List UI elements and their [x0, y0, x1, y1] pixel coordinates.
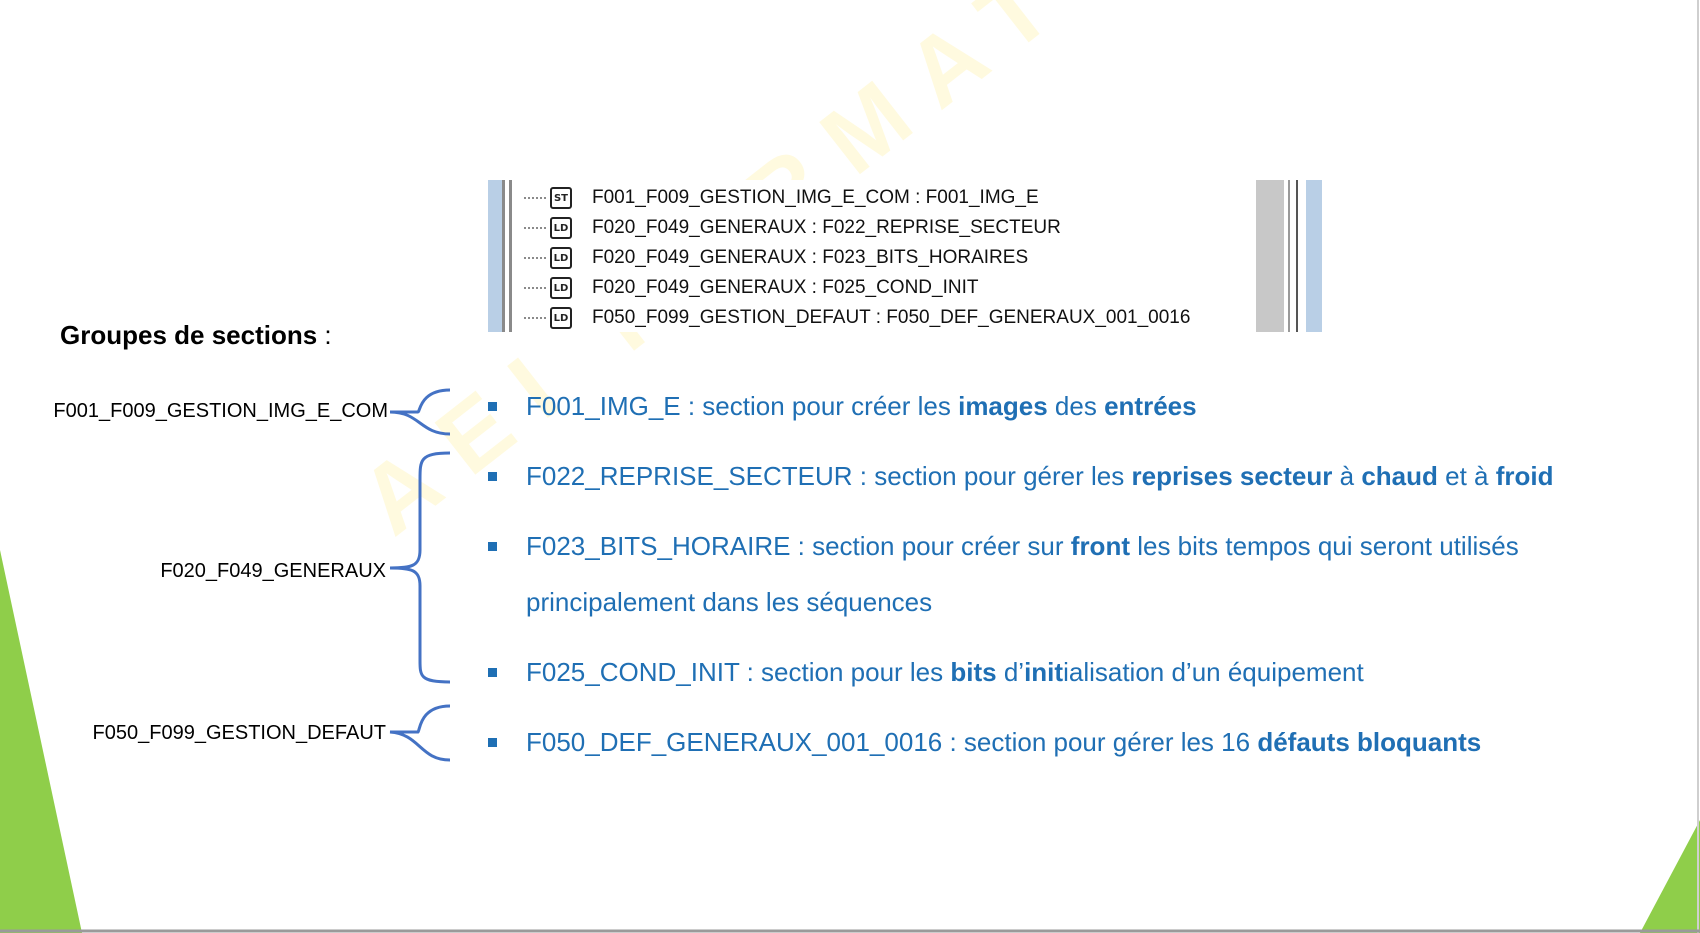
- text-run-bold: chaud: [1361, 461, 1438, 491]
- tree-row-label: F020_F049_GENERAUX : F022_REPRISE_SECTEU…: [592, 217, 1061, 238]
- tree-row-label: F001_F009_GESTION_IMG_E_COM : F001_IMG_E: [592, 187, 1039, 208]
- text-run: ialisation d’un équipement: [1063, 657, 1364, 687]
- tree-left-bar: [488, 180, 502, 332]
- bullet-text: F001_IMG_E : section pour créer les imag…: [526, 378, 1646, 434]
- ld-icon: LD: [550, 217, 572, 239]
- left-green-triangle: [0, 550, 82, 933]
- tree-right-line: [1296, 180, 1298, 332]
- tree-row-label: F020_F049_GENERAUX : F023_BITS_HORAIRES: [592, 247, 1029, 268]
- tree-row[interactable]: LD F020_F049_GENERAUX : F022_REPRISE_SEC…: [524, 213, 1061, 243]
- tree-connector: [524, 227, 546, 229]
- ld-icon: LD: [550, 277, 572, 299]
- bullet-marker-icon: [488, 738, 497, 747]
- brace-gestion-defaut: [389, 704, 451, 762]
- bullet-marker-icon: [488, 668, 497, 677]
- text-run-bold: reprises secteur: [1131, 461, 1333, 491]
- tree-row[interactable]: LD F050_F099_GESTION_DEFAUT : F050_DEF_G…: [524, 303, 1190, 333]
- tree-connector: [524, 257, 546, 259]
- heading-suffix: :: [317, 320, 332, 350]
- text-run-bold: init: [1024, 657, 1064, 687]
- text-run: F023_BITS_HORAIRE : section pour créer s…: [526, 531, 1071, 561]
- tree-connector: [524, 287, 546, 289]
- bullet-text: F025_COND_INIT : section pour les bits d…: [526, 644, 1646, 700]
- text-run-bold: défauts bloquants: [1257, 727, 1482, 757]
- right-green-triangle: [1640, 820, 1700, 933]
- text-run-bold: froid: [1495, 461, 1554, 491]
- tree-row[interactable]: LD F020_F049_GENERAUX : F025_COND_INIT: [524, 273, 979, 303]
- group-label-img-e-com: F001_F009_GESTION_IMG_E_COM: [53, 400, 388, 422]
- ld-icon: LD: [550, 307, 572, 329]
- text-run: F050_DEF_GENERAUX_001_0016 : section pou…: [526, 727, 1258, 757]
- tree-row[interactable]: ST F001_F009_GESTION_IMG_E_COM : F001_IM…: [524, 183, 1039, 213]
- text-run: les bits tempos qui seront utilisés prin…: [526, 531, 1519, 617]
- text-run: F001_IMG_E : section pour créer les: [526, 391, 959, 421]
- ld-icon: LD: [550, 247, 572, 269]
- tree-connector: [524, 197, 546, 199]
- group-label-gestion-defaut: F050_F099_GESTION_DEFAUT: [92, 722, 386, 744]
- text-run-bold: images: [958, 391, 1048, 421]
- tree-connector: [524, 317, 546, 319]
- tree-right-bar: [1306, 180, 1322, 332]
- heading-bold: Groupes de sections: [60, 320, 318, 350]
- brace-img-e-com: [389, 388, 451, 436]
- tree-right-line: [1288, 180, 1290, 332]
- bullet-text: F022_REPRISE_SECTEUR : section pour gére…: [526, 448, 1646, 504]
- brace-generaux: [389, 451, 451, 684]
- text-run-bold: entrées: [1104, 391, 1197, 421]
- tree-row[interactable]: LD F020_F049_GENERAUX : F023_BITS_HORAIR…: [524, 243, 1028, 273]
- text-run: F025_COND_INIT : section pour les: [526, 657, 951, 687]
- section-tree-screenshot: ST F001_F009_GESTION_IMG_E_COM : F001_IM…: [488, 180, 1324, 332]
- text-run: d’: [996, 657, 1025, 687]
- text-run: et à: [1437, 461, 1496, 491]
- text-run: F022_REPRISE_SECTEUR : section pour gére…: [526, 461, 1132, 491]
- text-run: des: [1047, 391, 1105, 421]
- st-icon: ST: [550, 187, 572, 209]
- bullet-marker-icon: [488, 402, 497, 411]
- text-run: à: [1332, 461, 1362, 491]
- bullet-text: F050_DEF_GENERAUX_001_0016 : section pou…: [526, 714, 1646, 770]
- tree-right-bar: [1256, 180, 1284, 332]
- tree-left-line: [502, 180, 505, 332]
- section-heading: Groupes de sections :: [60, 320, 332, 351]
- bullet-marker-icon: [488, 472, 497, 481]
- group-label-generaux: F020_F049_GENERAUX: [160, 560, 386, 582]
- bullet-text: F023_BITS_HORAIRE : section pour créer s…: [526, 518, 1646, 630]
- tree-left-line: [509, 180, 512, 332]
- text-run-bold: bits: [950, 657, 997, 687]
- tree-row-label: F050_F099_GESTION_DEFAUT : F050_DEF_GENE…: [592, 307, 1191, 328]
- bullet-marker-icon: [488, 542, 497, 551]
- tree-row-label: F020_F049_GENERAUX : F025_COND_INIT: [592, 277, 979, 298]
- text-run-bold: front: [1070, 531, 1130, 561]
